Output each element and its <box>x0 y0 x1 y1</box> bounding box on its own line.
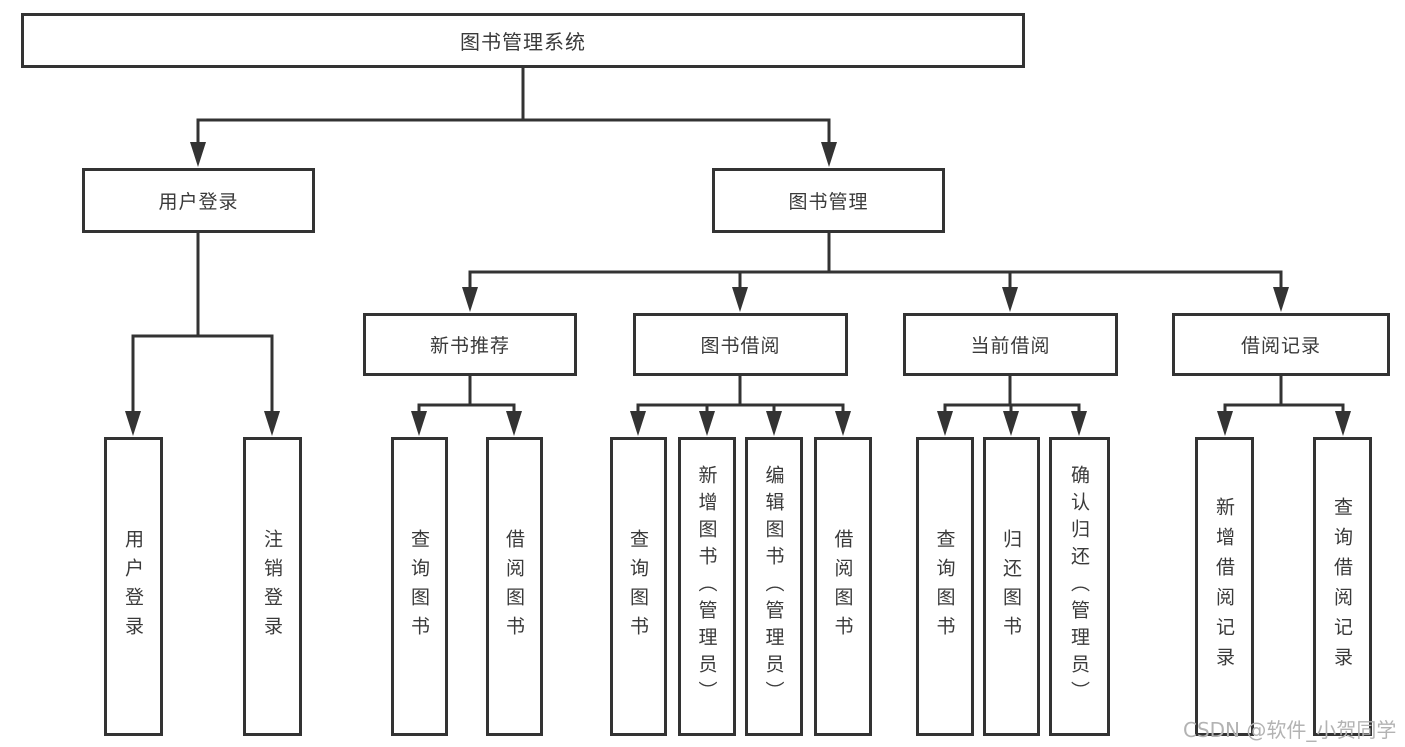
leaf-label: 查询图书 <box>933 528 956 645</box>
leaf-borrowing-edit-books-admin: 编辑图书（管理员） <box>745 437 803 736</box>
leaf-label: 新增图书（管理员） <box>695 465 718 708</box>
leaf-label: 新增借阅记录 <box>1213 496 1235 677</box>
node-borrowing-records: 借阅记录 <box>1172 313 1390 376</box>
node-user-login: 用户登录 <box>82 168 315 233</box>
csdn-watermark: CSDN @软件_小贺同学 <box>1183 718 1397 742</box>
leaf-label: 注销登录 <box>261 528 283 645</box>
leaf-label: 查询借阅记录 <box>1331 496 1353 677</box>
leaf-logout: 注销登录 <box>243 437 302 736</box>
node-label: 图书管理 <box>788 191 869 213</box>
leaf-current-confirm-return-admin: 确认归还（管理员） <box>1049 437 1110 736</box>
leaf-borrowing-borrow-books: 借阅图书 <box>814 437 872 736</box>
leaf-label: 查询图书 <box>627 528 649 645</box>
node-label: 图书管理系统 <box>460 30 586 54</box>
node-book-management: 图书管理 <box>712 168 945 233</box>
leaf-current-return-books: 归还图书 <box>983 437 1040 736</box>
leaf-user-login: 用户登录 <box>104 437 163 736</box>
leaf-label: 查询图书 <box>408 528 430 645</box>
node-new-book-recommendation: 新书推荐 <box>363 313 577 376</box>
node-book-borrowing: 图书借阅 <box>633 313 848 376</box>
arrowheads <box>125 142 1351 436</box>
leaf-label: 用户登录 <box>122 528 144 645</box>
node-label: 图书借阅 <box>700 335 781 357</box>
leaf-borrowing-add-books-admin: 新增图书（管理员） <box>678 437 736 736</box>
node-label: 用户登录 <box>158 191 239 213</box>
leaf-label: 借阅图书 <box>503 528 525 645</box>
leaf-records-add-record: 新增借阅记录 <box>1195 437 1254 736</box>
leaf-newbook-borrow-books: 借阅图书 <box>486 437 543 736</box>
node-library-management-system: 图书管理系统 <box>21 13 1025 68</box>
leaf-label: 编辑图书（管理员） <box>762 465 785 708</box>
node-label: 当前借阅 <box>970 335 1051 357</box>
leaf-newbook-query-books: 查询图书 <box>391 437 448 736</box>
leaf-label: 归还图书 <box>1000 528 1022 645</box>
leaf-label: 确认归还（管理员） <box>1068 465 1090 708</box>
leaf-current-query-books: 查询图书 <box>916 437 974 736</box>
leaf-borrowing-query-books: 查询图书 <box>610 437 667 736</box>
node-label: 借阅记录 <box>1240 335 1321 357</box>
node-label: 新书推荐 <box>429 335 510 357</box>
leaf-label: 借阅图书 <box>831 528 854 645</box>
leaf-records-query-record: 查询借阅记录 <box>1313 437 1372 736</box>
node-current-borrowing: 当前借阅 <box>903 313 1118 376</box>
